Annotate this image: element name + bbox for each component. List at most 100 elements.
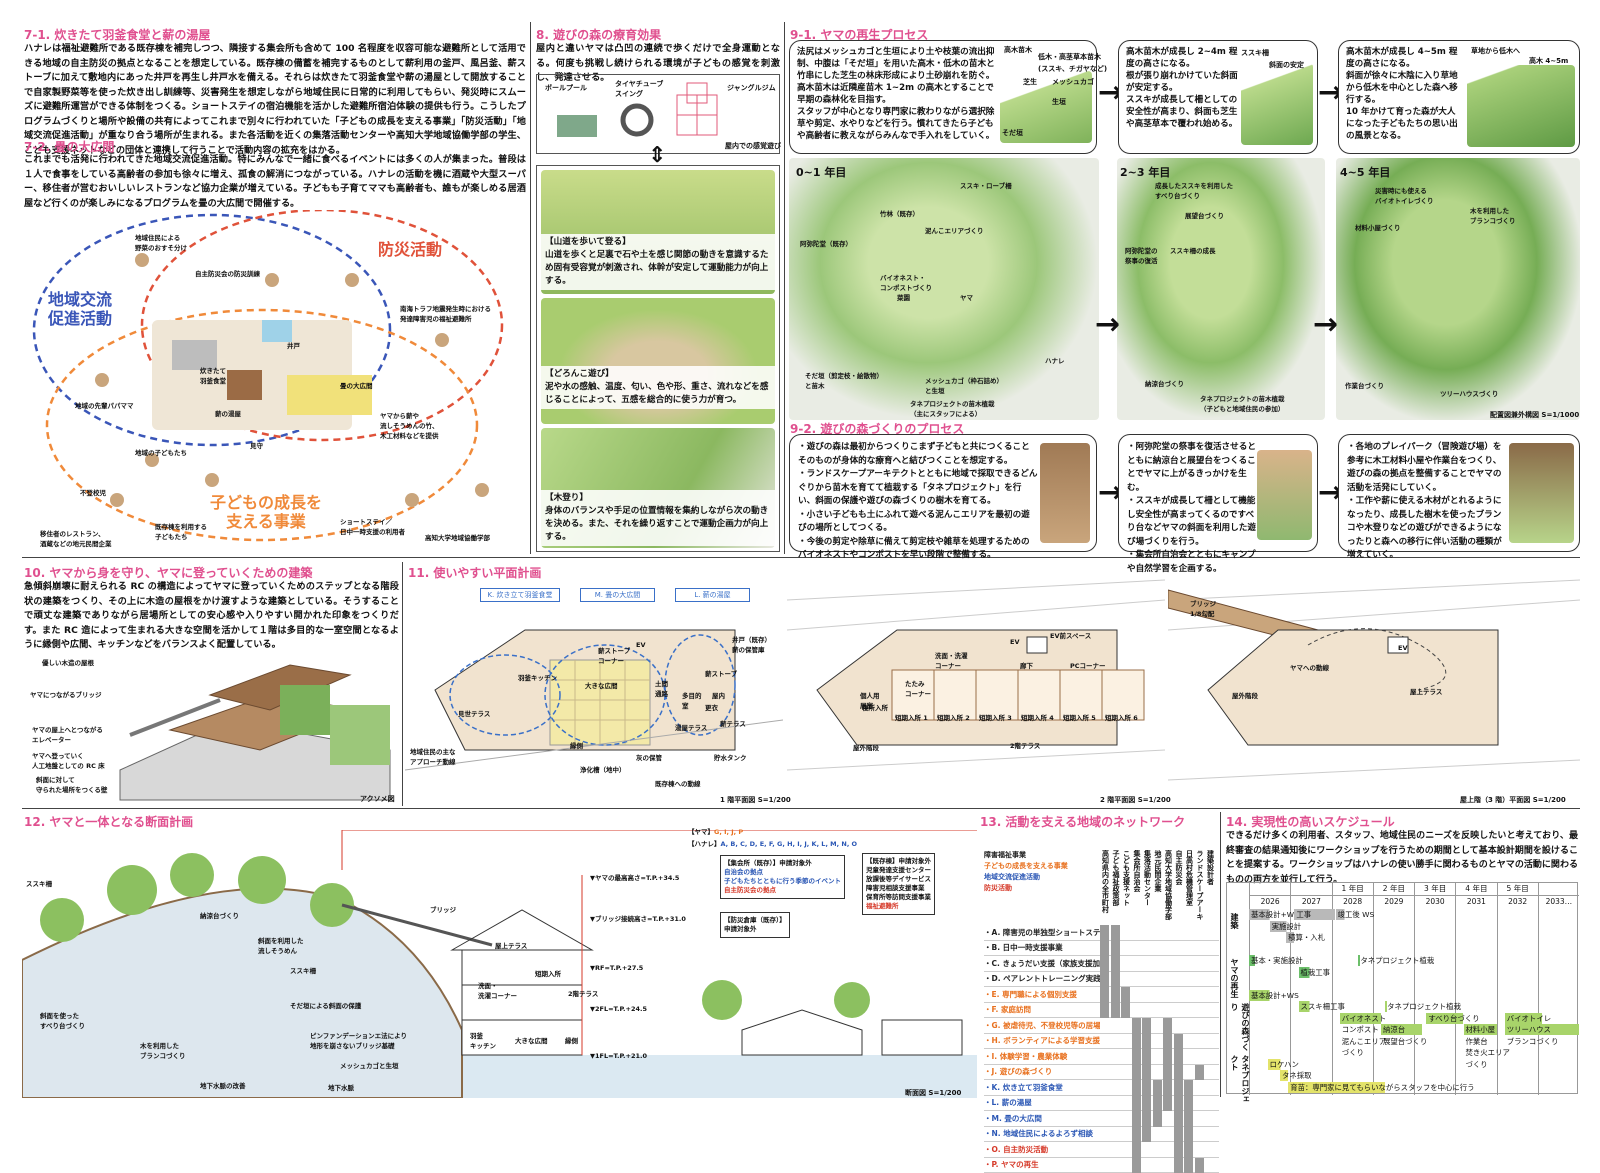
stage-label: 4~5 年目 bbox=[1340, 164, 1390, 180]
annotation-label: PCコーナー bbox=[1070, 660, 1106, 670]
network-cell-filled bbox=[1184, 1158, 1193, 1173]
schedule-bar: 泥んこエリア bbox=[1340, 1036, 1386, 1047]
divider bbox=[784, 22, 785, 554]
photo-caption: 【どろんこ遊び】泥や水の感触、温度、匂い、色や形、重さ、流れなどを感じることによ… bbox=[541, 366, 775, 409]
annotation-label: ショートステイ／ 日中一時支援の利用者 bbox=[340, 516, 405, 536]
annotation-label: ヤマから薪や 流しそうめんの竹、 木工材料などを提供 bbox=[380, 410, 439, 440]
annotation-label: 薪の湯屋 bbox=[215, 408, 241, 418]
schedule-bar: づくり bbox=[1340, 1047, 1364, 1058]
network-row-label: ・A. 障害児の単独型ショートステイ bbox=[984, 927, 1100, 938]
annotation-label: ブリッジ 1/8勾配 bbox=[1190, 598, 1216, 618]
stage-label: 0~1 年目 bbox=[796, 164, 846, 180]
schedule-year: 2030 bbox=[1414, 895, 1455, 1095]
annotation-label: タネプロジェクトの苗木植栽 （子どもと地域住民の参加） bbox=[1200, 393, 1285, 413]
network-cell-filled bbox=[1184, 1111, 1193, 1127]
network-cell-filled bbox=[1111, 956, 1120, 972]
schedule-year: 2029 bbox=[1373, 895, 1414, 1095]
network-row-label: ・H. ボランティアによる学習支援 bbox=[984, 1035, 1100, 1046]
arrow-right-icon: → bbox=[1313, 310, 1338, 340]
network-cell-filled bbox=[1100, 1003, 1109, 1019]
network-column-header: ランドスケープアーキテクト bbox=[1195, 850, 1206, 924]
annotation-label: ヤマへの動線 bbox=[1290, 662, 1329, 672]
annotation-label: 洗面・ 洗濯コーナー bbox=[478, 980, 517, 1000]
schedule-bar: タネ採取 bbox=[1280, 1070, 1312, 1081]
network-cell-filled bbox=[1132, 1065, 1141, 1081]
section-title: 11. 使いやすい平面計画 bbox=[408, 564, 541, 581]
network-column-header: 子ども福祉政策部 bbox=[1111, 850, 1122, 924]
schedule-bar: コンポスト bbox=[1340, 1024, 1379, 1035]
annotation-label: 阿弥陀堂（既存） bbox=[800, 238, 852, 248]
annotation-label: ヤマの屋上へとつながる エレベーター bbox=[32, 724, 103, 744]
scale-label: 屋上階（3 階）平面図 S=1/200 bbox=[1460, 795, 1566, 805]
section-title: 8. 遊びの森の療育効果 bbox=[536, 26, 661, 43]
floor-plan-2f bbox=[787, 570, 1165, 792]
annotation-label: 大きな広間 bbox=[585, 680, 618, 690]
network-cell-filled bbox=[1132, 1111, 1141, 1127]
network-cell-filled bbox=[1111, 1003, 1120, 1019]
annotation-label: ススキ柵の成長 bbox=[1170, 245, 1216, 255]
annotation-label: ツリーハウスづくり bbox=[1440, 388, 1498, 398]
divider bbox=[402, 562, 403, 806]
annotation-label: 地域の先輩パパママ bbox=[75, 400, 134, 410]
process-item: ・今後の剪定や除草に備えて剪定枝や雑草を処理するためのバイオネストやコンポストを… bbox=[798, 536, 1038, 563]
schedule-bar: すべり台づくり bbox=[1426, 1013, 1479, 1024]
process-item: ・阿弥陀堂の祭事を復活させるとともに納涼台と展望台をつくることでヤマに上がるきっ… bbox=[1127, 441, 1257, 495]
annotation-label: 浄化槽（地中） bbox=[580, 764, 626, 774]
divider bbox=[1220, 812, 1221, 1097]
forest-photos: 【山道を歩いて登る】山道を歩くと足裏で石や土を感じ関節の動きを意識するため固有受… bbox=[536, 165, 780, 552]
photo-caption: 【山道を歩いて登る】山道を歩くと足裏で石や土を感じ関節の動きを意識するため固有受… bbox=[541, 234, 775, 290]
scale-label: 1 階平面図 S=1/200 bbox=[720, 795, 791, 805]
annotation-label: 優しい木造の屋根 bbox=[42, 657, 94, 667]
network-cell-filled bbox=[1132, 1049, 1141, 1065]
schedule-group: 建築 bbox=[1229, 913, 1240, 961]
annotation-label: 薪テラス bbox=[720, 718, 746, 728]
network-legend: 障害福祉事業子どもの成長を支える事業地域交流促進活動防災活動 bbox=[984, 850, 1068, 894]
annotation-label: EV前スペース bbox=[1050, 630, 1091, 640]
network-cell-filled bbox=[1195, 1158, 1204, 1173]
schedule-bar: 工事 bbox=[1294, 909, 1335, 920]
annotation-label: メッシュカゴ（枠石詰め） と生垣 bbox=[925, 375, 1003, 395]
area-tag: L. 薪の湯屋 bbox=[675, 588, 750, 602]
annotation-label: 地下水脈 bbox=[328, 1082, 354, 1092]
annotation-label: 菜園 bbox=[897, 292, 910, 302]
annotation-label: 見世テラス bbox=[458, 708, 490, 718]
annotation-label: 移住者のレストラン、 酒蔵などの地元民間企業 bbox=[40, 528, 112, 548]
network-cell-filled bbox=[1132, 1127, 1141, 1143]
annotation-label: 成長したススキを利用した すべり台づくり bbox=[1155, 180, 1233, 200]
building-box-storage: 【防災倉庫（既存）】申請対象外 bbox=[720, 912, 790, 938]
network-cell-filled bbox=[1111, 941, 1120, 957]
schedule-bar: ススキ柵工事 bbox=[1299, 1001, 1345, 1012]
annotation-label: ピンファンデーションエ法により 地形を崩さないブリッジ基礎 bbox=[310, 1030, 407, 1050]
schedule-bar: タネプロジェクト植栽 bbox=[1358, 955, 1434, 966]
annotation-label: 羽釜キッチン bbox=[518, 672, 557, 682]
network-cell-filled bbox=[1195, 1065, 1204, 1081]
network-row: ・O. 自主防災活動 bbox=[984, 1142, 1219, 1158]
elevation-level: ▼2FL=T.P.+24.5 bbox=[590, 1005, 647, 1013]
scale-label: 断面図 S=1/200 bbox=[905, 1088, 961, 1098]
network-row: ・A. 障害児の単独型ショートステイ bbox=[984, 925, 1219, 941]
building-box-assembly: 【集会所（既存）】申請対象外自治会の拠点子どもたちとともに行う季節のイベント自主… bbox=[720, 855, 845, 899]
photo-caption: 【木登り】身体のバランスや手足の位置情報を集約しながら次の動きを決める。また、そ… bbox=[541, 490, 775, 546]
annotation-label: EV bbox=[1010, 638, 1019, 646]
schedule-year-label: 3 年目 bbox=[1414, 883, 1455, 895]
network-cell-filled bbox=[1132, 1142, 1141, 1158]
section-title: 13. 活動を支える地域のネットワーク bbox=[980, 813, 1185, 830]
network-cell-filled bbox=[1163, 1096, 1172, 1112]
annotation-label: 屋上テラス bbox=[495, 940, 527, 950]
network-row: ・M. 畳の大広間 bbox=[984, 1111, 1219, 1127]
network-cell-filled bbox=[1121, 987, 1130, 1003]
annotation-label: 木を利用した ブランコづくり bbox=[140, 1040, 186, 1060]
network-cell-filled bbox=[1153, 1096, 1162, 1112]
schedule-bar: 基本設計+WS bbox=[1249, 990, 1299, 1001]
legend-item: 防災活動 bbox=[984, 883, 1068, 894]
network-cell-filled bbox=[1184, 1096, 1193, 1112]
network-cell-filled bbox=[1142, 1127, 1151, 1143]
process-item: ・遊びの森は最初からつくりこまず子どもと共につくることそのものが身体的な療育へと… bbox=[798, 441, 1038, 468]
elevation-level: ▼1FL=T.P.+21.0 bbox=[590, 1052, 647, 1060]
annotation-label: 縁側 bbox=[565, 1035, 578, 1045]
section-title: 12. ヤマと一体となる断面計画 bbox=[24, 813, 193, 830]
network-cell-filled bbox=[1174, 1049, 1183, 1065]
schedule-year-label bbox=[1249, 883, 1290, 895]
schedule-bar: 育苗：専門家に見てもらいながらスタッフを中心に行う bbox=[1288, 1082, 1474, 1093]
annotation-label: EV bbox=[1398, 644, 1407, 652]
